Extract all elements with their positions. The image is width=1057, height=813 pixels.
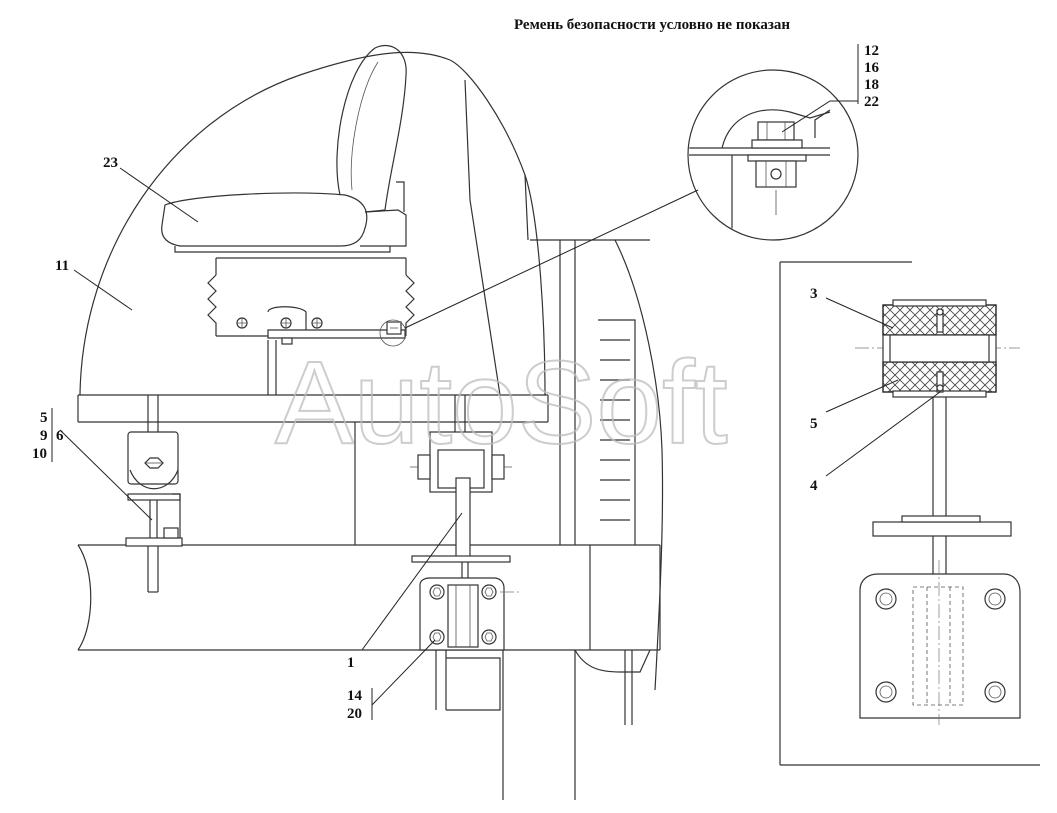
leader-3 (825, 297, 894, 329)
callout-9: 9 (40, 428, 48, 444)
callout-1: 1 (347, 655, 355, 671)
callout-12: 12 (864, 43, 879, 59)
callout-labels: 23 11 5 9 6 10 12 16 18 22 1 14 20 3 5 4 (32, 43, 880, 722)
section-view (779, 261, 1040, 766)
callout-22: 22 (864, 94, 879, 110)
center-mount-assembly (361, 395, 520, 720)
leader-5-right (825, 379, 899, 413)
callout-18: 18 (864, 77, 879, 93)
leader-6 (59, 429, 153, 521)
callout-23: 23 (103, 155, 118, 171)
watermark-text: AutoSoft (275, 337, 728, 469)
leader-11 (73, 269, 133, 311)
callout-11: 11 (55, 258, 69, 274)
detail-leader (404, 189, 699, 329)
callout-10: 10 (32, 446, 47, 462)
callout-14: 14 (347, 688, 363, 704)
callout-20: 20 (347, 706, 362, 722)
leader-23 (119, 167, 199, 223)
callout-4: 4 (810, 478, 818, 494)
left-support-bracket (51, 395, 183, 547)
callout-5-left: 5 (40, 410, 48, 426)
callout-5-right: 5 (810, 416, 818, 432)
leader-1 (361, 512, 463, 651)
diagram-title: Ремень безопасности условно не показан (514, 17, 790, 33)
leader-4 (825, 391, 941, 477)
callout-6: 6 (56, 428, 64, 444)
seat (161, 45, 415, 347)
callout-3: 3 (810, 286, 818, 302)
leader-14-20 (371, 639, 436, 706)
detail-view-bolt (687, 44, 859, 241)
callout-16: 16 (864, 60, 880, 76)
